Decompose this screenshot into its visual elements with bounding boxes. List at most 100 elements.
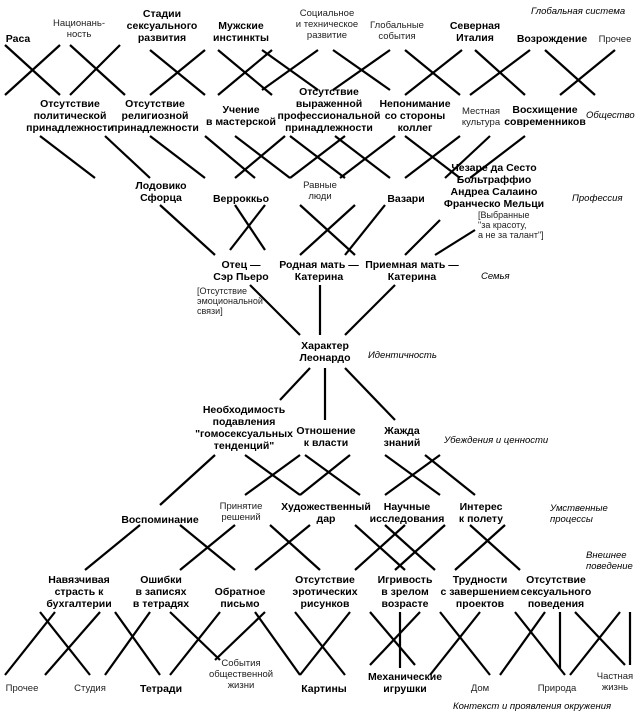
node-suppression: Необходимость подавления "гомосексуальны… — [195, 404, 293, 452]
node-north-italy: Северная Италия — [449, 20, 501, 44]
node-private-life: Частная жизнь — [596, 671, 634, 693]
node-paintings: Картины — [301, 683, 347, 695]
connector-line — [169, 611, 221, 676]
note-no-emotional-link: [Отсутствие эмоциональной связи] — [197, 286, 263, 316]
node-decisions: Принятие решений — [219, 501, 263, 523]
connector-line — [261, 49, 319, 91]
connector-line — [234, 135, 291, 179]
connector-line — [214, 611, 266, 661]
connector-line — [234, 204, 266, 251]
node-admiration: Восхищение современников — [504, 104, 586, 128]
connector-line — [469, 49, 531, 96]
node-memory: Воспоминание — [121, 514, 199, 526]
node-mechanical-toys: Механические игрушки — [367, 671, 443, 695]
connector-line — [469, 135, 526, 179]
node-global-events: Глобальные события — [370, 20, 424, 42]
connector-line — [339, 135, 396, 179]
node-other-top: Прочее — [598, 34, 632, 45]
connector-line — [149, 135, 206, 179]
connector-line — [394, 524, 446, 571]
connector-line — [244, 454, 301, 496]
connector-line — [299, 454, 351, 496]
connector-line — [299, 204, 356, 256]
connector-line — [344, 284, 396, 336]
connector-line — [354, 524, 406, 571]
note-selected-for-beauty: [Выбранные "за красоту, а не за талант"] — [478, 210, 544, 240]
node-equal-people: Равные люди — [303, 180, 337, 202]
node-sforza: Лодовико Сфорца — [135, 180, 187, 204]
connector-line — [559, 49, 616, 96]
node-errors-notebooks: Ошибки в записях в тетрадях — [132, 574, 190, 610]
level-mental: Умственные процессы — [550, 503, 608, 525]
node-no-erotic: Отсутствие эротических рисунков — [292, 574, 358, 610]
connector-line — [384, 524, 436, 571]
node-no-political: Отсутствие политической принадлежности — [26, 98, 114, 134]
node-race: Раса — [5, 33, 31, 45]
connector-line — [229, 204, 266, 251]
node-vasari: Вазари — [387, 193, 425, 205]
node-father: Отец — Сэр Пьеро — [213, 259, 269, 283]
connector-line — [4, 611, 56, 676]
node-no-sexual-behavior: Отсутствие сексуального поведения — [520, 574, 592, 610]
node-unfinished-projects: Трудности с завершением проектов — [440, 574, 520, 610]
node-scientific-research: Научные исследования — [369, 501, 445, 525]
connector-line — [69, 44, 126, 96]
connector-line — [159, 454, 216, 506]
connector-line — [249, 284, 301, 336]
connector-line — [204, 135, 256, 179]
level-identity: Идентичность — [368, 350, 437, 361]
level-context: Контекст и проявления окружения — [453, 701, 612, 712]
connector-line — [294, 611, 346, 676]
level-global: Глобальная система — [531, 6, 626, 17]
node-leonardo-character: Характер Леонардо — [299, 340, 351, 364]
level-behavior: Внешнее поведение — [586, 550, 633, 572]
connector-line — [334, 135, 391, 179]
connector-line — [39, 611, 91, 676]
node-artistic-gift: Художественный дар — [281, 501, 371, 525]
connector-line — [429, 611, 481, 676]
node-other-bottom: Прочее — [5, 683, 39, 694]
node-stepmother: Приемная мать — Катерина — [365, 259, 459, 283]
connector-line — [544, 49, 596, 96]
node-nationality: Национань- ность — [52, 18, 106, 40]
node-interest-flight: Интерес к полету — [458, 501, 504, 525]
connector-line — [439, 611, 491, 676]
node-playfulness: Игривость в зрелом возрасте — [377, 574, 433, 610]
node-no-religious: Отсутствие религиозной принадлежности — [111, 98, 199, 134]
node-accounting: Навязчивая страсть к бухгалтерии — [46, 574, 112, 610]
node-notebooks: Тетради — [139, 683, 183, 695]
level-family: Семья — [481, 271, 510, 282]
connector-line — [404, 219, 441, 256]
connector-line — [384, 454, 441, 496]
connector-line — [44, 611, 101, 676]
connector-line — [217, 49, 273, 96]
node-birth-mother: Родная мать — Катерина — [279, 259, 359, 283]
connector-line — [169, 611, 221, 661]
connector-line — [84, 524, 141, 571]
connector-line — [289, 135, 346, 179]
level-society: Общество — [586, 110, 635, 121]
connector-line — [344, 204, 386, 256]
node-misunderstanding: Непонимание со стороны коллег — [379, 98, 451, 134]
connector-line — [159, 204, 216, 256]
connector-line — [254, 611, 301, 676]
node-attitude-power: Отношение к власти — [296, 425, 356, 449]
node-social-events: События общественной жизни — [208, 658, 274, 691]
node-students: Чезаре да Сесто Больтраффио Андреа Салаи… — [443, 162, 545, 210]
connector-line — [304, 454, 361, 496]
connector-line — [404, 49, 463, 96]
connector-line — [279, 367, 311, 401]
connector-line — [332, 49, 391, 91]
connector-line — [499, 611, 546, 676]
node-sexual-stages: Стадии сексуального развития — [126, 8, 198, 44]
connector-line — [404, 135, 461, 179]
connector-line — [4, 44, 61, 96]
node-social-technical: Социальное и техническое развитие — [295, 8, 359, 41]
level-profession: Профессия — [572, 193, 623, 204]
connector-line — [444, 135, 491, 179]
connector-line — [254, 524, 311, 571]
connector-line — [149, 49, 206, 96]
node-verrocchio: Верроккьо — [212, 193, 270, 205]
